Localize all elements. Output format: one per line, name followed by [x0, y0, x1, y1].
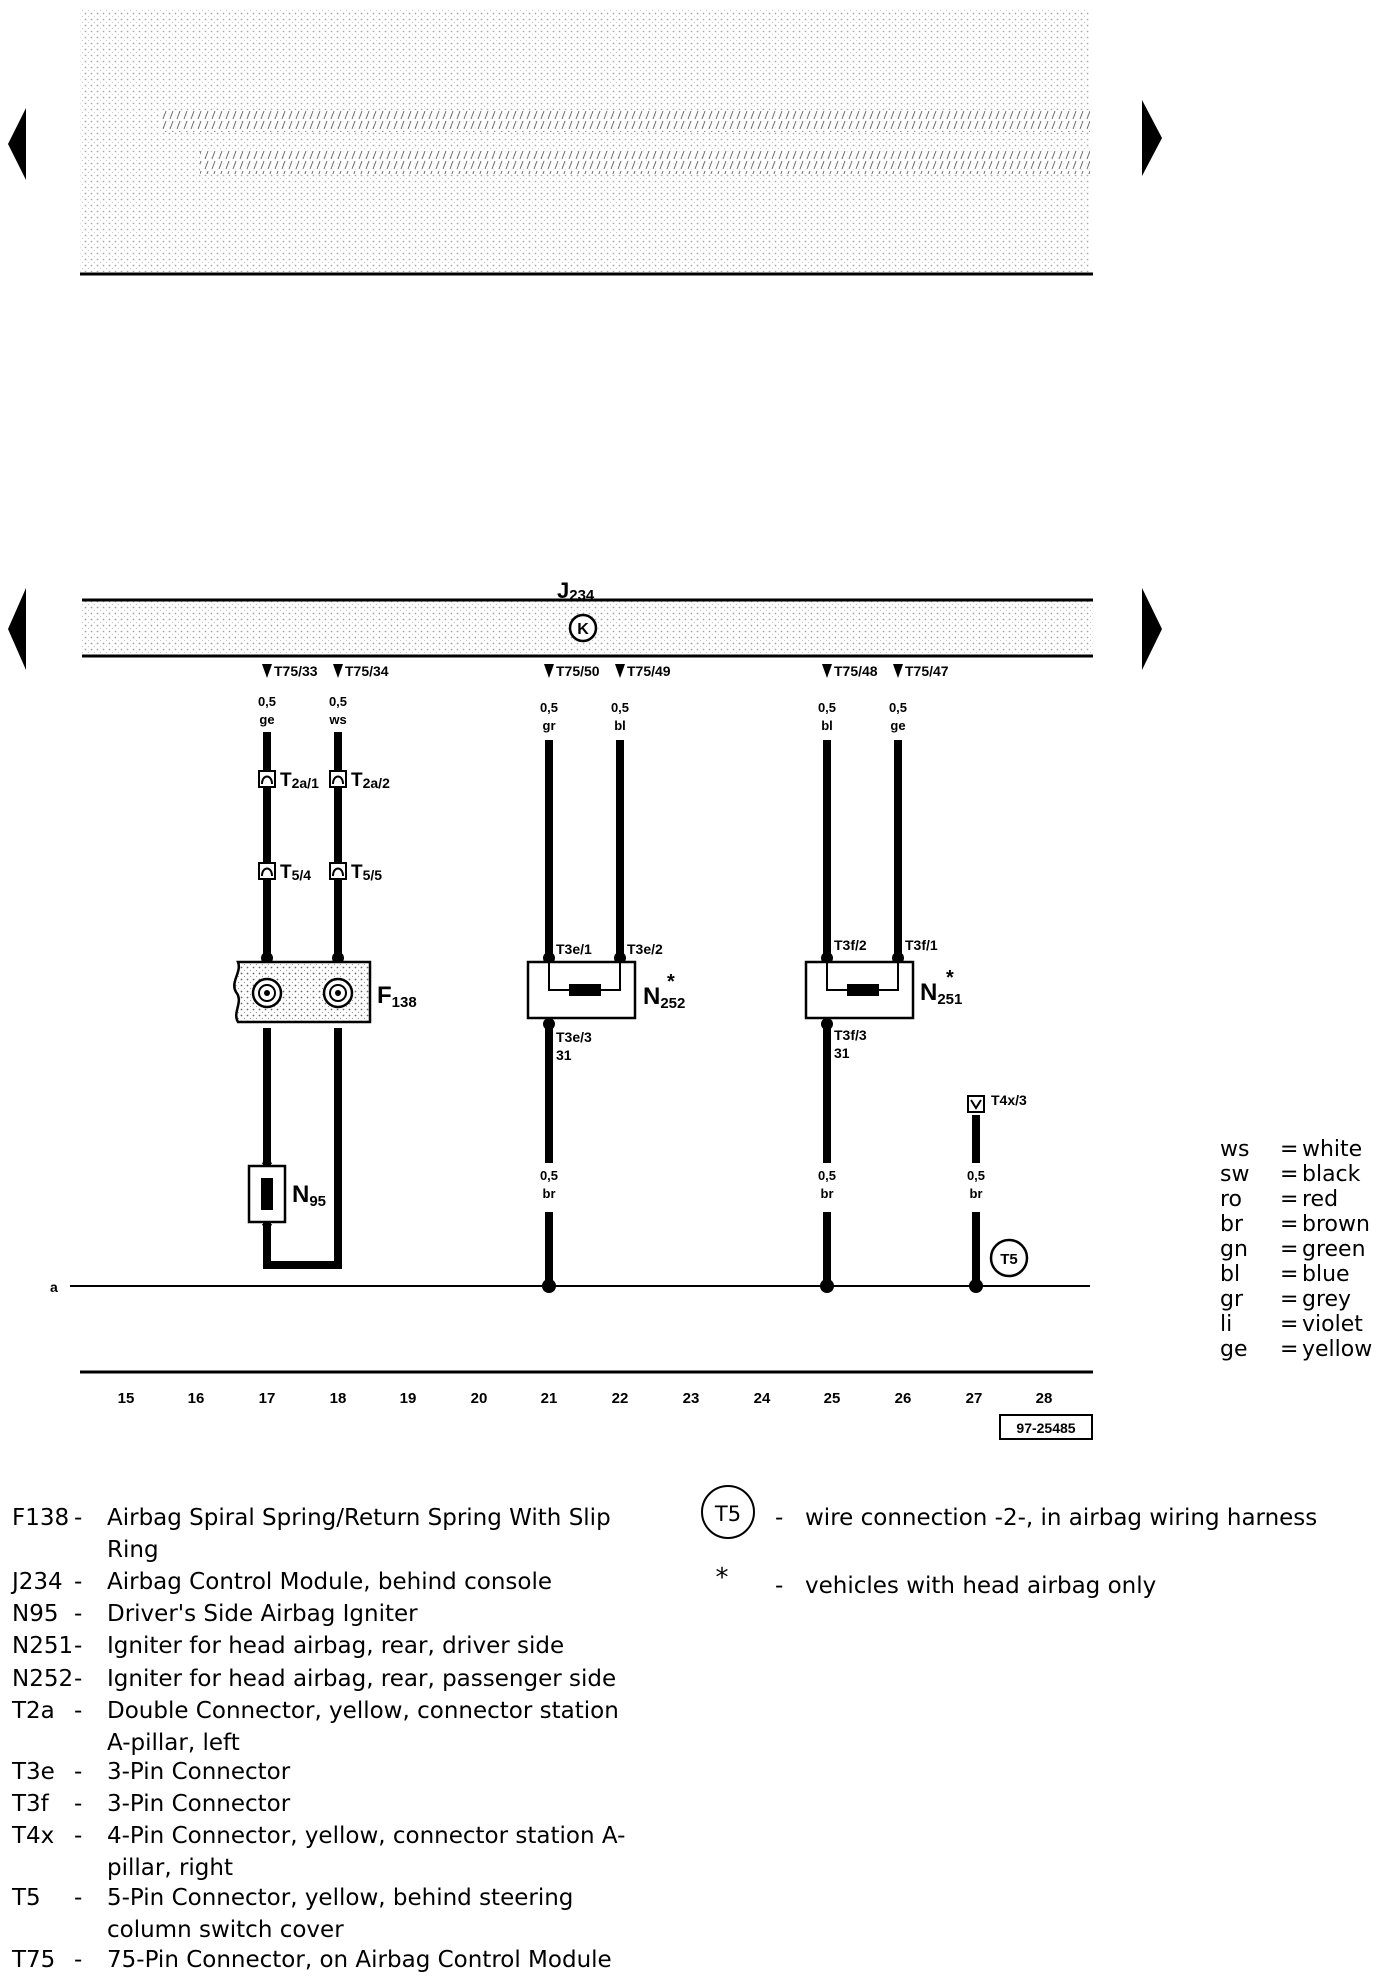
terminal-label: T3f/2 [834, 937, 867, 953]
connector-label: T2a/1 [280, 770, 319, 791]
wire-connection-t5: T5 [989, 1238, 1029, 1278]
connector-t4x3 [967, 1095, 985, 1113]
k-symbol-icon [568, 613, 598, 643]
wire-color: br [543, 1186, 556, 1201]
nav-prev-icon[interactable] [8, 588, 26, 670]
wire-size: 0,5 [329, 694, 347, 709]
track-numbers: 15 16 17 18 19 20 21 22 23 24 25 26 27 2… [118, 1390, 1053, 1407]
nav-next-icon[interactable] [1142, 100, 1162, 176]
component-n95: N95 [247, 1152, 326, 1236]
terminal-label: T3f/1 [905, 937, 938, 953]
pin-label: T75/47 [905, 663, 949, 679]
wire-color: bl [821, 718, 833, 733]
terminal-label: 31 [556, 1047, 572, 1063]
pin-label: T75/50 [556, 663, 600, 679]
component-n251: N251 * [804, 960, 962, 1020]
component-label: N95 [292, 1181, 326, 1210]
head-airbag-mark: * [946, 967, 954, 989]
terminal-label: T4x/3 [991, 1092, 1027, 1108]
wire-size: 0,5 [540, 700, 558, 715]
wire-color: bl [614, 718, 626, 733]
reference-number: 97-25485 [999, 1414, 1093, 1440]
pin-label: T75/48 [834, 663, 878, 679]
component-label: N252 [643, 983, 685, 1012]
wire-color: br [970, 1186, 983, 1201]
terminal-label: 31 [834, 1045, 850, 1061]
connector-label: T5/5 [351, 862, 382, 883]
wire-color: ge [890, 718, 905, 733]
wire-size: 0,5 [611, 700, 629, 715]
ground-line: a [50, 1279, 1090, 1295]
module-label: J234 [557, 578, 595, 604]
component-f138: F138 [233, 960, 417, 1024]
connector-label: T5/4 [280, 862, 311, 883]
svg-text:20: 20 [471, 1390, 488, 1407]
svg-text:16: 16 [188, 1390, 205, 1407]
pin-label: T75/34 [345, 663, 389, 679]
svg-text:23: 23 [683, 1390, 700, 1407]
wire-size: 0,5 [540, 1168, 558, 1183]
wire-color: gr [543, 718, 556, 733]
pin-arrows [262, 664, 903, 678]
terminal-label: T3e/1 [556, 941, 592, 957]
pin-label: T75/33 [274, 663, 318, 679]
wire-color: br [821, 1186, 834, 1201]
svg-text:15: 15 [118, 1390, 135, 1407]
head-airbag-mark: * [667, 971, 675, 993]
svg-text:T5: T5 [1000, 1251, 1018, 1268]
nav-next-icon[interactable] [1142, 588, 1162, 670]
connector-label: T2a/2 [351, 770, 390, 791]
wire-color: ws [328, 712, 346, 727]
svg-text:18: 18 [330, 1390, 347, 1407]
svg-text:21: 21 [541, 1390, 558, 1407]
wire-size: 0,5 [818, 700, 836, 715]
svg-text:T5: T5 [714, 1502, 741, 1526]
svg-text:a: a [50, 1279, 58, 1295]
component-legend: F138-Airbag Spiral Spring/Return Spring … [12, 1505, 626, 1973]
nav-prev-icon[interactable] [8, 108, 26, 180]
legend-symbol-t5: T5 [701, 1485, 755, 1539]
svg-text:97-25485: 97-25485 [1016, 1420, 1075, 1436]
terminal-label: T3e/2 [627, 941, 663, 957]
pin-label: T75/49 [627, 663, 671, 679]
wire-size: 0,5 [889, 700, 907, 715]
legend-symbol-asterisk: * [716, 1563, 729, 1593]
svg-text:22: 22 [612, 1390, 629, 1407]
control-module-j234: J234 K [82, 578, 1093, 658]
connector-symbols [258, 770, 347, 880]
svg-text:27: 27 [966, 1390, 983, 1407]
component-n252: N252 * [526, 960, 685, 1020]
svg-text:19: 19 [400, 1390, 417, 1407]
svg-text:28: 28 [1036, 1390, 1053, 1407]
svg-text:25: 25 [824, 1390, 841, 1407]
terminal-label: T3f/3 [834, 1027, 867, 1043]
wire-color: ge [259, 712, 274, 727]
wire-size: 0,5 [258, 694, 276, 709]
component-label: F138 [377, 982, 417, 1011]
wire-size: 0,5 [818, 1168, 836, 1183]
svg-text:24: 24 [754, 1390, 771, 1407]
k-symbol-letter: K [577, 621, 589, 638]
svg-text:26: 26 [895, 1390, 912, 1407]
wire-size: 0,5 [967, 1168, 985, 1183]
wires [263, 732, 980, 1286]
component-label: N251 [920, 979, 962, 1008]
svg-text:17: 17 [259, 1390, 276, 1407]
previous-page-panel [80, 10, 1093, 276]
terminal-label: T3e/3 [556, 1029, 592, 1045]
symbol-legend: -wire connection -2-, in airbag wiring h… [775, 1505, 1318, 1599]
